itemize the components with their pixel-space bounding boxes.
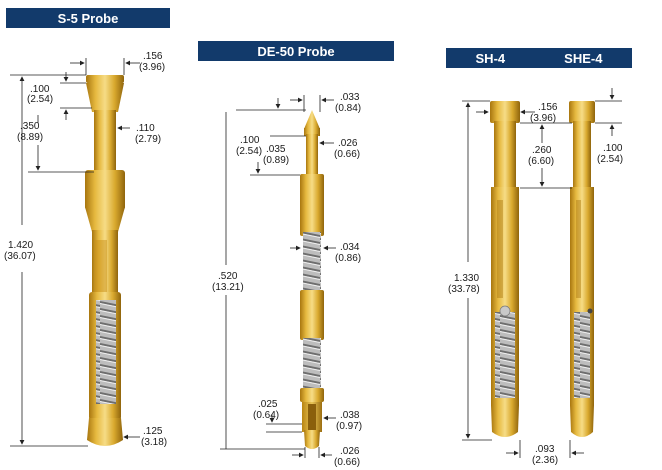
de50-tip-len: .100 <box>240 135 260 146</box>
s5-probe-header: S-5 Probe <box>6 8 170 28</box>
de50-plunger-len-mm: (0.89) <box>263 155 289 166</box>
de50-tip-dia-mm: (0.84) <box>335 103 361 114</box>
s5-head-dia-mm: (3.96) <box>139 62 165 73</box>
s5-total: 1.420 <box>8 240 33 251</box>
s5-probe-title: S-5 Probe <box>57 10 119 26</box>
s5-total-mm: (36.07) <box>4 251 36 262</box>
sh4-she4-header: SH-4 SHE-4 <box>446 48 632 68</box>
s5-neck: .350 <box>20 121 40 132</box>
she4-title: SHE-4 <box>564 50 603 66</box>
de50-tip-dia: .033 <box>340 92 360 103</box>
de50-barrel-dia-mm: (0.86) <box>335 253 361 264</box>
sh-tip-dia-mm: (2.36) <box>532 455 558 466</box>
de50-total-mm: (13.21) <box>212 282 244 293</box>
s5-probe-body <box>85 75 125 446</box>
s5-shaft-dia: .110 <box>136 123 155 134</box>
sh-head-dia-mm: (3.96) <box>530 113 556 124</box>
s5-head-len-mm: (2.54) <box>27 94 53 105</box>
de50-barrel-dia: .034 <box>340 242 360 253</box>
s5-head-dia: .156 <box>143 51 163 62</box>
she-head-len: .100 <box>603 143 623 154</box>
de50-tail-dia: .038 <box>340 410 360 421</box>
sh-head-len: .260 <box>532 145 552 156</box>
sh-tip-dia: .093 <box>535 444 555 455</box>
sh-head-len-mm: (6.60) <box>528 156 554 167</box>
de50-plunger-dia-mm: (0.66) <box>334 149 360 160</box>
de50-plunger-len: .035 <box>266 144 286 155</box>
s5-tip-dia: .125 <box>143 426 163 437</box>
s5-head-len: .100 <box>30 84 50 95</box>
de50-plunger-dia: .026 <box>338 138 358 149</box>
de50-probe-header: DE-50 Probe <box>198 41 394 61</box>
de50-end-dia-mm: (0.66) <box>334 457 360 468</box>
she4-probe-body <box>569 101 595 437</box>
sh4-spring-icon <box>495 312 515 398</box>
s5-neck-mm: (8.89) <box>17 132 43 143</box>
de50-tail-len-mm: (0.64) <box>253 410 279 421</box>
de50-upper-spring-icon <box>303 232 321 292</box>
she4-spring-icon <box>574 312 590 398</box>
de50-tail-dia-mm: (0.97) <box>336 421 362 432</box>
de50-dimensions: .033 (0.84) .100 (2.54) .035 (0.89) .026… <box>212 92 362 468</box>
sh-dimensions: .156 (3.96) .260 (6.60) .100 (2.54) 1.33… <box>448 88 623 466</box>
de50-probe-body <box>300 110 324 449</box>
sh4-title: SH-4 <box>475 50 506 66</box>
sh4-probe-body <box>490 101 520 437</box>
de50-total: .520 <box>218 271 238 282</box>
s5-tip-dia-mm: (3.18) <box>141 437 167 448</box>
sh-total-mm: (33.78) <box>448 284 480 295</box>
she-head-len-mm: (2.54) <box>597 154 623 165</box>
s5-spring-icon <box>96 300 116 404</box>
de50-tail-len: .025 <box>258 399 278 410</box>
de50-probe-title: DE-50 Probe <box>257 43 335 59</box>
de50-lower-spring-icon <box>303 338 321 390</box>
s5-shaft-dia-mm: (2.79) <box>135 134 161 145</box>
s5-dimensions: .156 (3.96) .100 (2.54) .350 (8.89) .110… <box>4 51 167 448</box>
de50-tip-len-mm: (2.54) <box>236 146 262 157</box>
de50-end-dia: .026 <box>340 446 360 457</box>
sh-total: 1.330 <box>454 273 479 284</box>
sh-head-dia: .156 <box>538 102 558 113</box>
